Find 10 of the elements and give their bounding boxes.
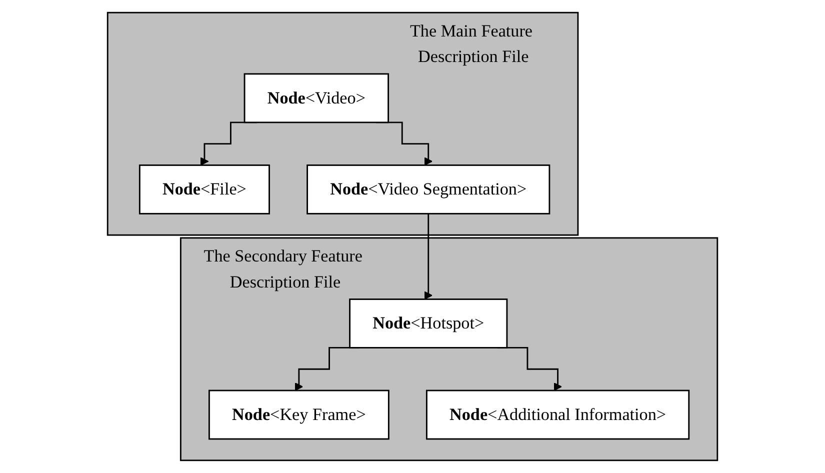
flowchart: The Secondary Feature Description File The Main Feature Description File Node<Video> Node<File> Node<Video Segmentation> Node<Hotspot> Node<Key Frame> Node<Additional Information> [100, 5, 725, 468]
arrow [424, 212, 433, 300]
node-box [138, 164, 270, 214]
node-box [426, 390, 690, 440]
cluster [180, 237, 718, 462]
node-box [349, 298, 508, 348]
node-box [208, 390, 390, 440]
node-box [306, 164, 550, 214]
cluster [106, 12, 579, 236]
node-box [244, 73, 389, 124]
